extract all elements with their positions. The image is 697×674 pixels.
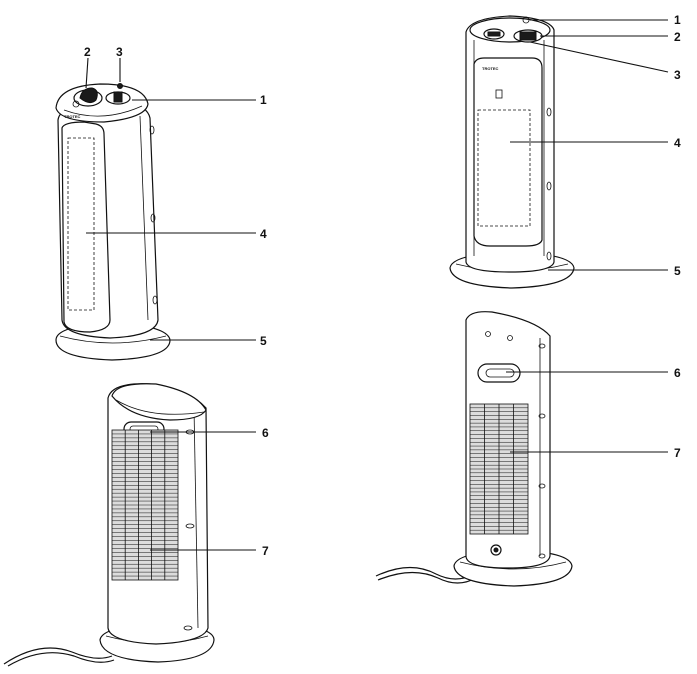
callout-3: 3 [116,45,123,59]
power-cable [375,566,475,580]
callout-1: 1 [260,93,267,107]
callout-2: 2 [84,45,91,59]
callout-6: 6 [262,426,269,440]
callout-7: 7 [674,446,681,460]
callout-2: 2 [674,30,681,44]
rotary-knob [483,28,505,40]
top-cap: TROTEC [55,83,149,123]
front-view: TROTEC 2 3 1 4 5 [55,45,267,361]
heater-grille-outline [67,137,95,311]
carry-handle [477,363,521,383]
power-indicator-icon [72,100,80,108]
rotary-knob [73,87,103,107]
back-view-alt: 6 7 [375,311,681,587]
callout-5: 5 [674,264,681,278]
logo-text: TROTEC [482,66,499,71]
heater-grille-outline [477,109,531,227]
callout-4: 4 [674,136,681,150]
power-cable [3,647,113,665]
callout-7: 7 [262,544,269,558]
callout-5: 5 [260,334,267,348]
back-view: 6 7 [3,383,269,667]
callout-4: 4 [260,227,267,241]
front-panel [473,57,543,247]
callout-3: 3 [674,68,681,82]
thermostat-knob [513,29,543,43]
tower-body [57,99,159,339]
callout-6: 6 [674,366,681,380]
power-indicator-icon [522,16,530,24]
callout-1: 1 [674,13,681,27]
display-icon [495,89,503,99]
air-outlet-grille [469,403,529,535]
logo-text: TROTEC [64,114,81,119]
front-view-alt: TROTEC 1 2 3 4 5 [449,13,681,289]
thermostat-knob [105,83,131,105]
air-outlet-grille [111,429,179,581]
